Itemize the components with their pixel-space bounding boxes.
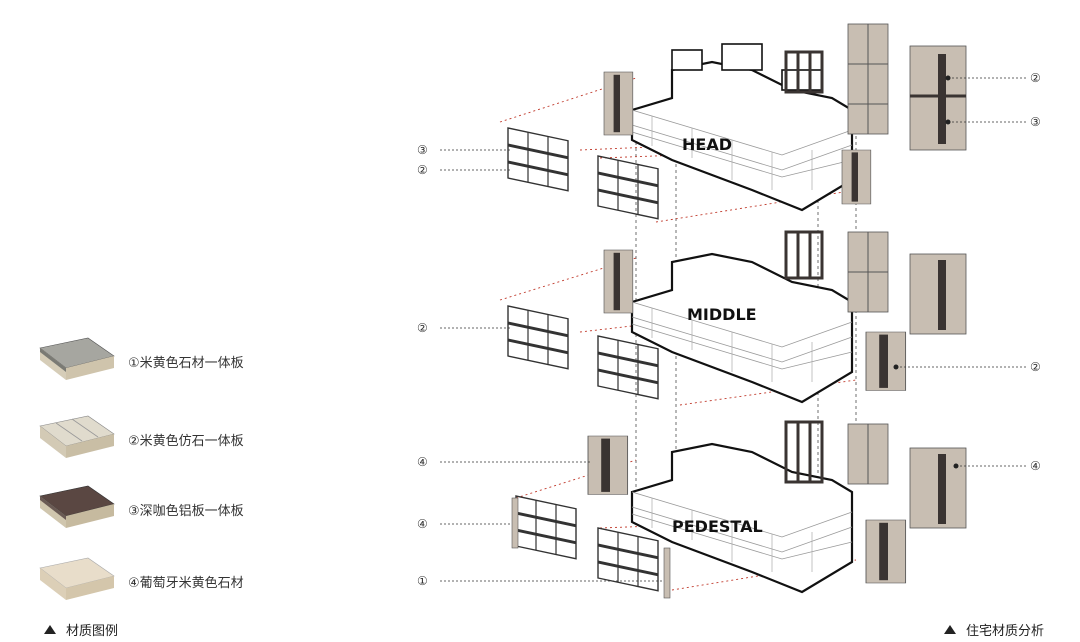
callout-dot [893,364,899,370]
block-pedestal: PEDESTAL [630,442,854,594]
diagram-caption: 住宅材质分析 [944,620,1044,639]
callout-marker: ① [417,574,428,588]
right-facade-pieces [784,23,967,529]
left-callouts [440,149,664,582]
callout-marker: ② [417,321,428,335]
material-swatch-icon [39,337,115,380]
callout-marker: ④ [417,517,428,531]
block-middle: MIDDLE [630,252,854,404]
callout-marker: ③ [417,143,428,157]
section-label-pedestal: PEDESTAL [672,517,763,536]
legend-label: ②米黄色仿石一体板 [128,434,244,449]
legend-label: ④葡萄牙米黄色石材 [128,576,244,591]
legend-item-aluminum-panel: ③深咖色铝板一体板 [36,478,276,542]
legend-item-faux-stone-panel: ②米黄色仿石一体板 [36,408,276,472]
material-swatch-icon [39,415,115,458]
legend-item-stone-panel: ①米黄色石材一体板 [36,330,276,394]
side-panels [511,71,907,599]
section-label-head: HEAD [682,135,732,154]
material-swatch-icon [39,485,115,528]
block-head: HEAD [630,43,854,212]
callout-marker: ④ [1030,459,1041,473]
callout-dot [953,463,959,469]
triangle-icon [944,625,956,634]
callout-dot [945,75,951,81]
callout-marker: ③ [1030,115,1041,129]
legend-caption: 材质图例 [44,620,118,639]
callout-marker: ② [417,163,428,177]
legend-label: ①米黄色石材一体板 [128,356,244,371]
callout-marker: ② [1030,71,1041,85]
callout-marker: ④ [417,455,428,469]
legend-item-portuguese-stone: ④葡萄牙米黄色石材 [36,550,276,614]
callout-marker: ② [1030,360,1041,374]
section-label-middle: MIDDLE [687,305,757,324]
right-callouts [896,77,1026,467]
callout-dot [945,119,951,125]
legend-label: ③深咖色铝板一体板 [128,504,244,519]
triangle-icon [44,625,56,634]
material-swatch-icon [39,557,115,600]
